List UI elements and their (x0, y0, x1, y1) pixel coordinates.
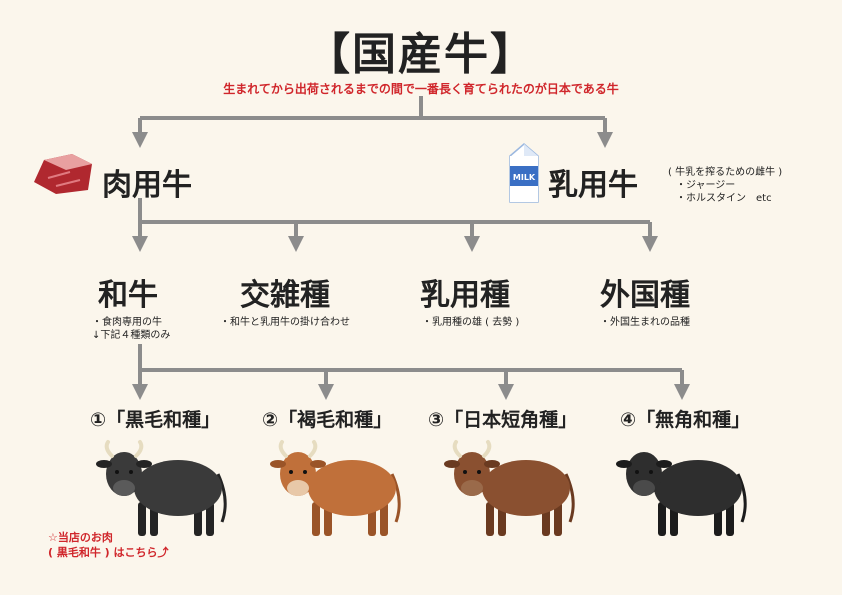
dairy-note-item: ・ホルスタイン etc (676, 193, 772, 204)
dairy-note-title: ( 牛乳を搾るための雌牛 ) (668, 167, 783, 178)
category-meat-label: 肉用牛 (102, 168, 192, 203)
dairy-note-item: ・ジャージー (676, 180, 736, 191)
subtype-foreign-notes: ・外国生まれの品種 (600, 316, 690, 329)
subtype-note: ・食肉専用の牛 (92, 317, 162, 328)
cow-icon-brown-wagyu (270, 440, 401, 536)
milk-carton-label: MILK (513, 173, 536, 182)
subtype-wagyu-notes: ・食肉専用の牛 ↓下記４種類のみ (92, 316, 170, 342)
meat-icon (34, 154, 92, 194)
category-dairy-label: 乳用牛 (548, 168, 638, 203)
shop-link-line1: ☆当店のお肉 (48, 531, 113, 544)
page-subtitle: 生まれてから出荷されるまでの間で一番長く育てられたのが日本である牛 (223, 82, 619, 96)
subtype-wagyu-label: 和牛 (98, 278, 158, 313)
dairy-note: ( 牛乳を搾るための雌牛 ) ・ジャージー ・ホルスタイン etc (668, 166, 782, 205)
subtype-crossbreed-notes: ・和牛と乳用牛の掛け合わせ (220, 316, 350, 329)
breed-label-1: ①「黒毛和種」 (90, 409, 221, 431)
breed-label-4: ④「無角和種」 (620, 409, 751, 431)
subtype-note: ・外国生まれの品種 (600, 317, 690, 328)
subtype-note: ・乳用種の雄 ( 去勢 ) (422, 317, 520, 328)
subtype-note: ・和牛と乳用牛の掛け合わせ (220, 317, 350, 328)
shop-link-line2: ( 黒毛和牛 ) はこちら⤴ (48, 546, 169, 559)
cow-icon-shorthorn (444, 440, 575, 536)
breed-label-3: ③「日本短角種」 (428, 409, 578, 431)
subtype-foreign-label: 外国種 (600, 278, 690, 313)
milk-carton-icon (509, 143, 539, 203)
breed-label-2: ②「褐毛和種」 (262, 409, 393, 431)
subtype-crossbreed-label: 交雑種 (240, 278, 330, 313)
cow-icon-polled-wagyu (616, 452, 747, 536)
page-title: 【国産牛】 (306, 29, 536, 80)
subtype-dairy-breed-label: 乳用種 (420, 278, 510, 313)
cow-icon-black-wagyu (96, 440, 227, 536)
subtype-dairy-breed-notes: ・乳用種の雄 ( 去勢 ) (422, 316, 519, 329)
shop-link[interactable]: ☆当店のお肉 ( 黒毛和牛 ) はこちら⤴ (48, 530, 169, 560)
subtype-note: ↓下記４種類のみ (92, 330, 171, 341)
